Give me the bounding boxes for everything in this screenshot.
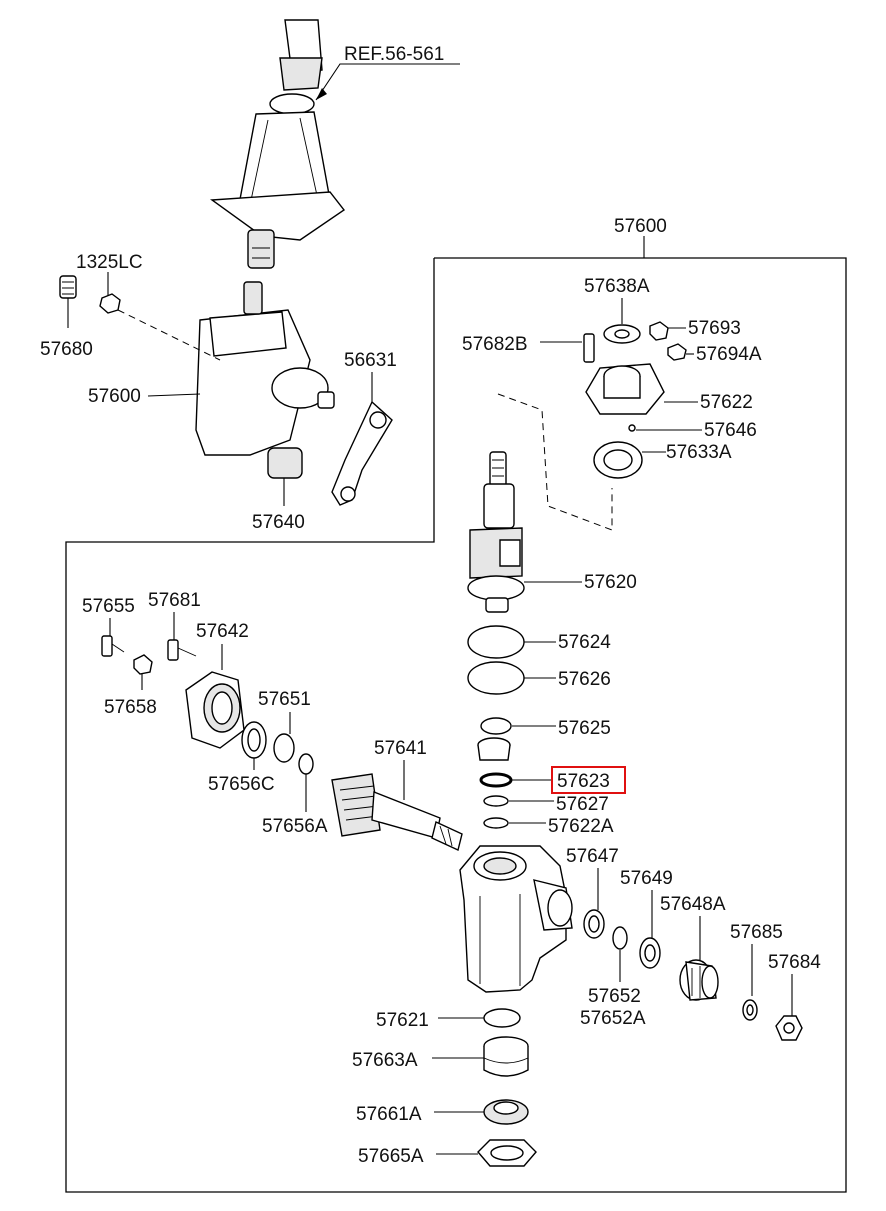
label-57626: 57626 bbox=[558, 669, 611, 690]
label-57633a: 57633A bbox=[666, 442, 732, 463]
label-57680: 57680 bbox=[40, 339, 93, 360]
label-56631: 56631 bbox=[344, 350, 397, 371]
label-57646: 57646 bbox=[704, 420, 757, 441]
ring-57623 bbox=[479, 772, 513, 788]
nut-57658 bbox=[133, 654, 153, 675]
steering-column-illustration bbox=[210, 19, 346, 269]
label-57656c: 57656C bbox=[208, 774, 275, 795]
label-57656a: 57656A bbox=[262, 816, 328, 837]
lock-nut-57665a bbox=[477, 1139, 537, 1167]
label-57647: 57647 bbox=[566, 846, 619, 867]
label-57655: 57655 bbox=[82, 596, 135, 617]
worm-shaft-57641 bbox=[331, 773, 463, 851]
label-57620: 57620 bbox=[584, 572, 637, 593]
o-ring-57626 bbox=[467, 661, 525, 695]
label-ref-56-561: REF.56-561 bbox=[344, 44, 444, 65]
label-57622: 57622 bbox=[700, 392, 753, 413]
snap-ring-57652 bbox=[612, 926, 628, 950]
gear-box-overview-illustration bbox=[59, 275, 393, 506]
label-57651: 57651 bbox=[258, 689, 311, 710]
label-57621: 57621 bbox=[376, 1010, 429, 1031]
label-57642: 57642 bbox=[196, 621, 249, 642]
label-57694a: 57694A bbox=[696, 344, 762, 365]
assembly-frame bbox=[65, 257, 847, 1193]
label-57625: 57625 bbox=[558, 718, 611, 739]
label-57600-left: 57600 bbox=[88, 386, 141, 407]
nut-57693 bbox=[649, 321, 669, 341]
label-57649: 57649 bbox=[620, 868, 673, 889]
boot-57648a bbox=[679, 959, 719, 1001]
label-57652: 57652 bbox=[588, 986, 641, 1007]
label-57652a: 57652A bbox=[580, 1008, 646, 1029]
label-57681: 57681 bbox=[148, 590, 201, 611]
cover-57622 bbox=[585, 363, 665, 415]
label-1325lc: 1325LC bbox=[76, 252, 143, 273]
nut-57694a bbox=[667, 343, 687, 361]
seal-57633a bbox=[593, 441, 643, 479]
label-57661a: 57661A bbox=[356, 1104, 422, 1125]
label-57648a: 57648A bbox=[660, 894, 726, 915]
label-57623: 57623 bbox=[557, 771, 610, 792]
label-57665a: 57665A bbox=[358, 1146, 424, 1167]
bolt-57681 bbox=[167, 639, 179, 661]
label-57640: 57640 bbox=[252, 512, 305, 533]
label-57684: 57684 bbox=[768, 952, 821, 973]
label-57641: 57641 bbox=[374, 738, 427, 759]
o-ring-57627 bbox=[483, 795, 509, 807]
label-57663a: 57663A bbox=[352, 1050, 418, 1071]
seal-57661a bbox=[483, 1099, 529, 1125]
o-ring-57622a bbox=[483, 817, 509, 829]
label-57638a: 57638A bbox=[584, 276, 650, 297]
flange-57642 bbox=[185, 671, 245, 749]
seal-57625 bbox=[480, 717, 512, 735]
shaft-57620 bbox=[467, 451, 525, 613]
label-57622a: 57622A bbox=[548, 816, 614, 837]
o-ring-57651 bbox=[273, 733, 295, 763]
valve-cap bbox=[477, 737, 511, 761]
o-ring-57621 bbox=[483, 1008, 521, 1028]
highlight-box-57623 bbox=[551, 766, 626, 794]
label-57624: 57624 bbox=[558, 632, 611, 653]
label-57658: 57658 bbox=[104, 697, 157, 718]
label-57685: 57685 bbox=[730, 922, 783, 943]
gear-housing bbox=[459, 845, 573, 993]
o-ring-57624 bbox=[467, 625, 525, 659]
label-57682b: 57682B bbox=[462, 334, 528, 355]
bearing-57663a bbox=[483, 1036, 529, 1077]
label-57600-top: 57600 bbox=[614, 216, 667, 237]
label-57693: 57693 bbox=[688, 318, 741, 339]
o-ring-57656a bbox=[298, 753, 314, 775]
bolt-57655 bbox=[101, 635, 113, 657]
label-57627: 57627 bbox=[556, 794, 609, 815]
